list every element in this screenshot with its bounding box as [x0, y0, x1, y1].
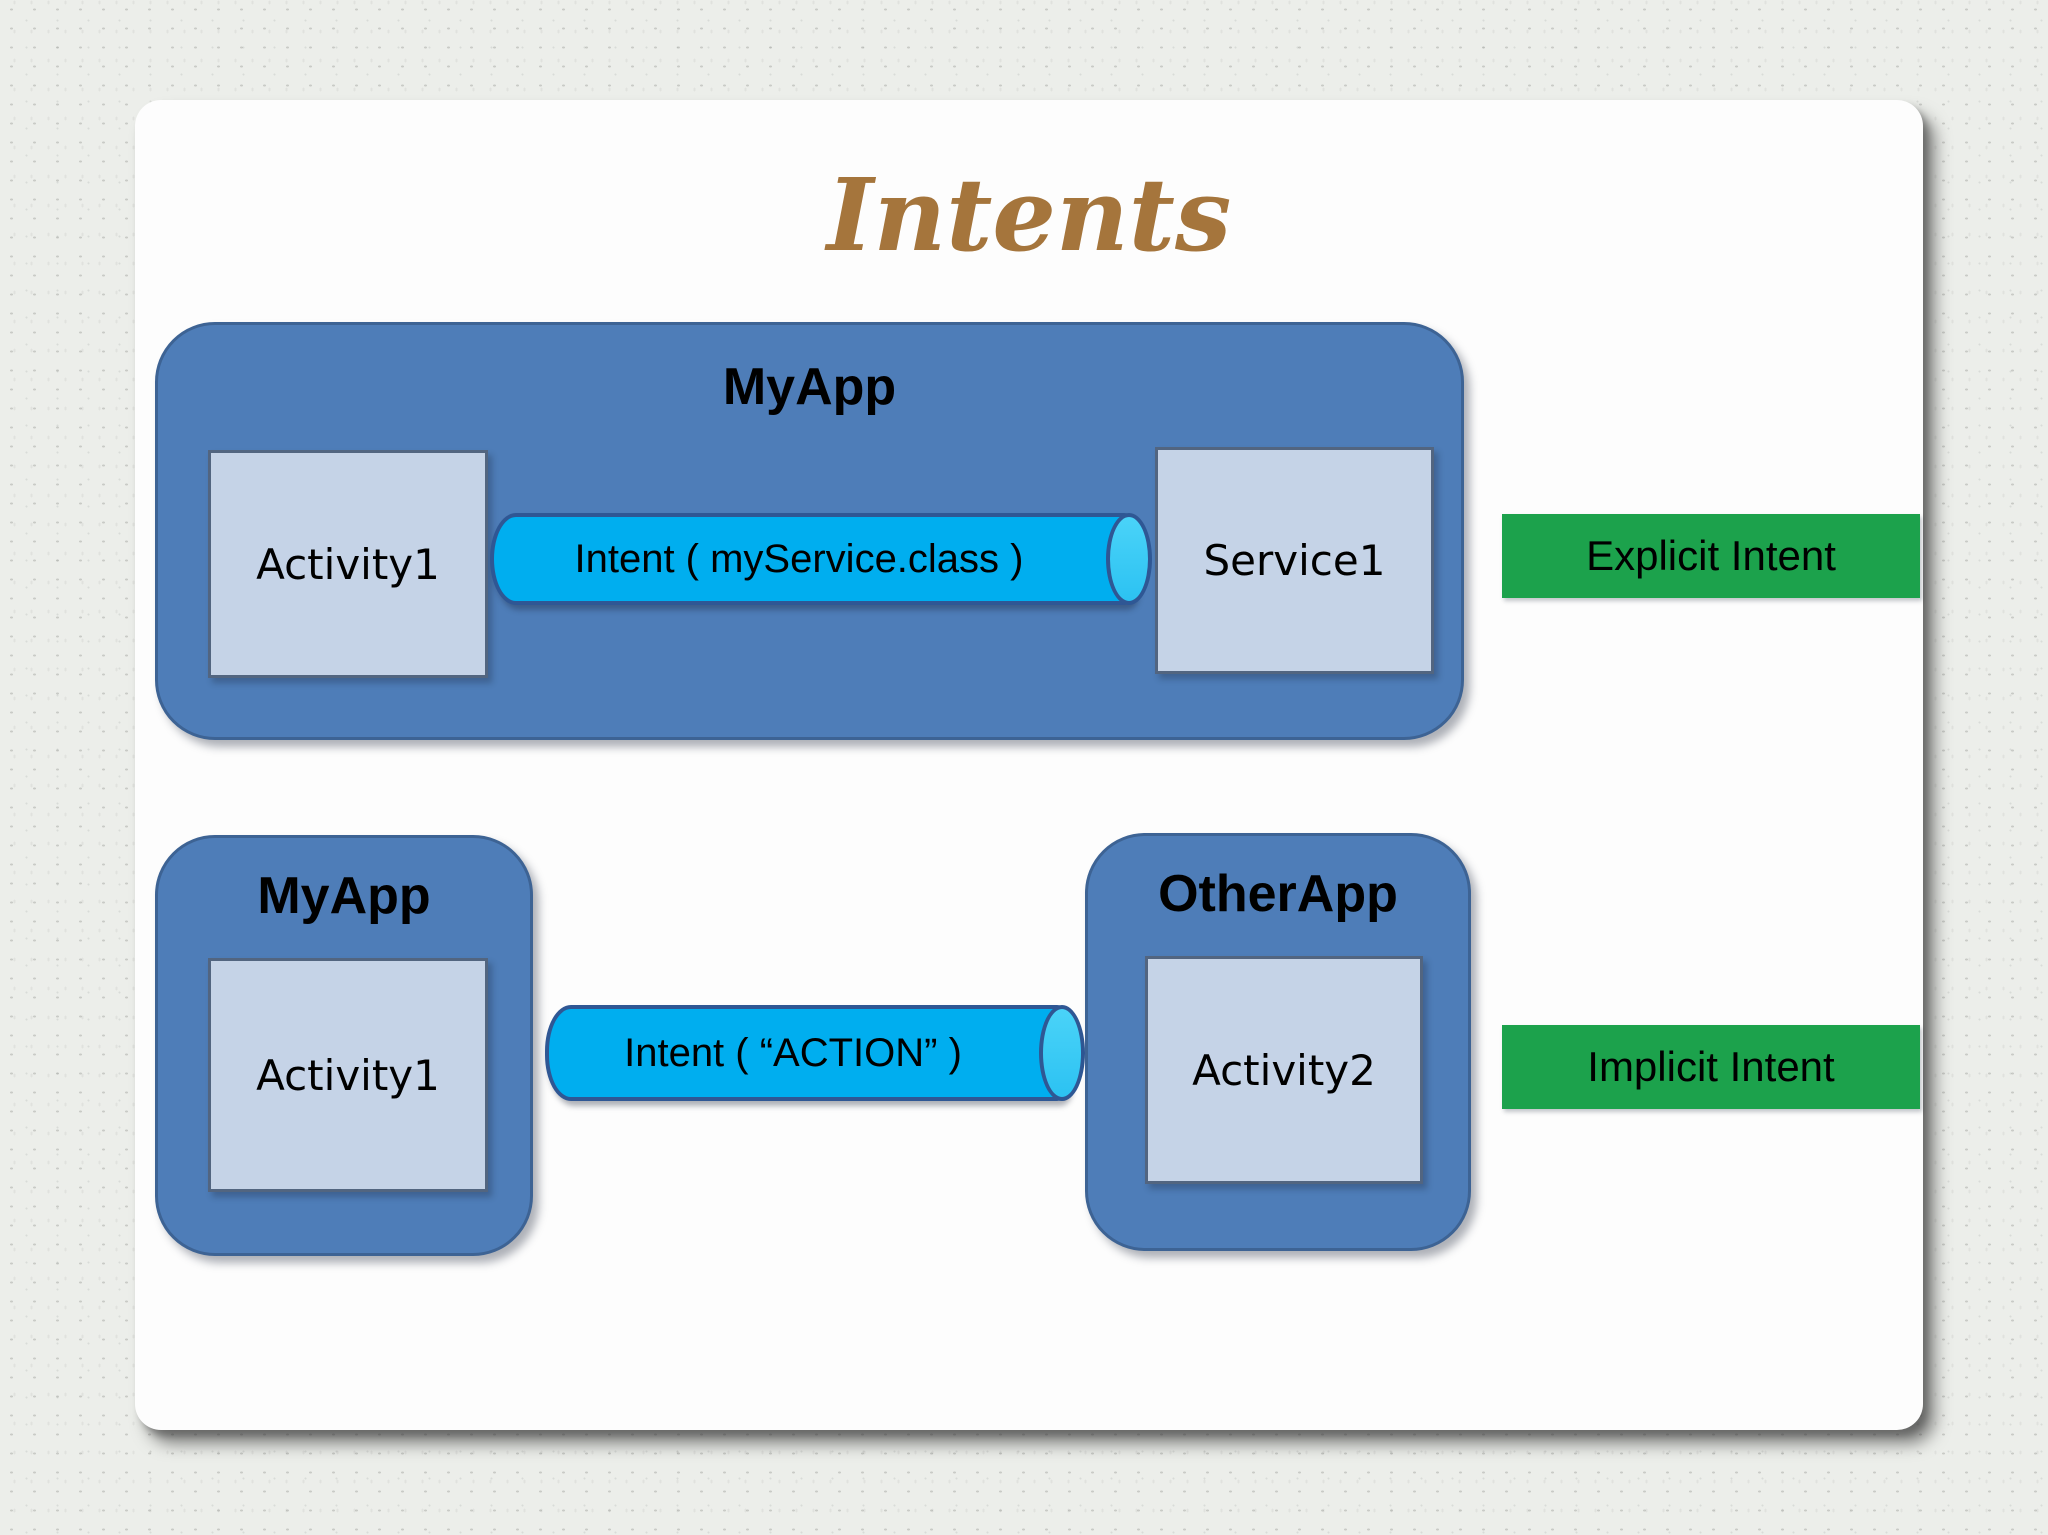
- activity1-box-explicit: Activity1: [208, 450, 488, 678]
- otherapp-label: OtherApp: [1158, 865, 1398, 923]
- explicit-intent-tag: Explicit Intent: [1502, 514, 1920, 598]
- intent-pipe-body-explicit: Intent ( myService.class ): [490, 513, 1136, 605]
- intent-pipe-explicit: Intent ( myService.class ): [490, 513, 1152, 605]
- myapp-label-implicit: MyApp: [257, 867, 431, 925]
- slide: Intents MyApp Activity1 Intent ( myServi…: [135, 100, 1923, 1430]
- service1-box: Service1: [1155, 447, 1434, 674]
- intent-pipe-body-implicit: Intent ( “ACTION” ): [545, 1005, 1069, 1101]
- intent-pipe-cap-explicit: [1106, 513, 1152, 605]
- otherapp-container: OtherApp Activity2: [1085, 833, 1471, 1251]
- activity1-label-explicit: Activity1: [256, 539, 440, 589]
- explicit-intent-tag-label: Explicit Intent: [1586, 532, 1836, 579]
- myapp-container-implicit: MyApp Activity1: [155, 835, 533, 1256]
- intent-pipe-label-explicit: Intent ( myService.class ): [574, 536, 1024, 581]
- activity2-box: Activity2: [1145, 956, 1423, 1184]
- slide-title: Intents: [826, 156, 1232, 274]
- activity1-box-implicit: Activity1: [208, 958, 488, 1192]
- service1-label: Service1: [1203, 536, 1386, 585]
- myapp-label-explicit: MyApp: [722, 358, 897, 416]
- intent-pipe-cap-implicit: [1039, 1005, 1085, 1101]
- myapp-container-explicit: MyApp Activity1 Intent ( myService.class…: [155, 322, 1464, 740]
- activity1-label-implicit: Activity1: [256, 1050, 440, 1100]
- intent-pipe-implicit: Intent ( “ACTION” ): [545, 1005, 1085, 1101]
- implicit-intent-tag: Implicit Intent: [1502, 1025, 1920, 1109]
- activity2-label: Activity2: [1192, 1045, 1376, 1095]
- implicit-intent-tag-label: Implicit Intent: [1587, 1043, 1835, 1090]
- intent-pipe-label-implicit: Intent ( “ACTION” ): [624, 1030, 962, 1075]
